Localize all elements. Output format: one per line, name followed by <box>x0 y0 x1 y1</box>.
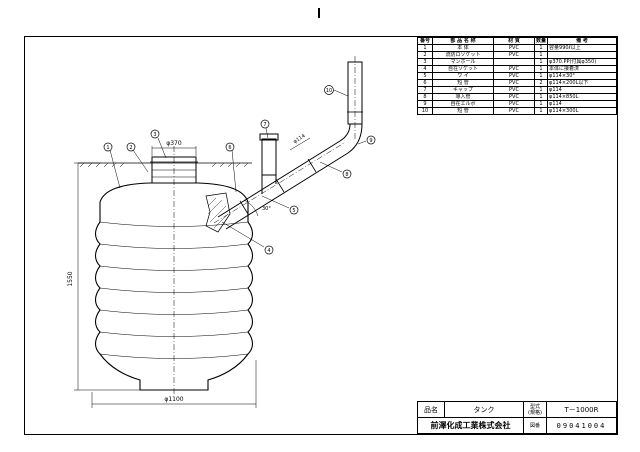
dim-width: φ1100 <box>164 396 183 403</box>
parts-cell-material: PVC <box>493 86 535 94</box>
callout-5: 5 <box>292 208 295 214</box>
parts-cell-material: PVC <box>493 72 535 80</box>
callout-1: 1 <box>106 145 109 151</box>
punch-mark <box>318 8 320 18</box>
parts-cell-name: 短 管 <box>432 79 494 87</box>
parts-cell-qty: 1 <box>533 100 549 108</box>
parts-cell-material <box>493 58 535 66</box>
callout-4: 4 <box>267 248 270 254</box>
title-name-value: タンク <box>444 401 524 418</box>
parts-cell-name: キャップ <box>432 86 494 94</box>
dim-manhole: φ370 <box>166 140 182 147</box>
parts-cell-no: 10 <box>417 107 433 115</box>
title-name-label: 品名 <box>417 401 445 418</box>
parts-cell-no: 4 <box>417 65 433 73</box>
header-material: 材 質 <box>493 37 535 45</box>
parts-cell-qty: 1 <box>533 58 549 66</box>
company-name: 前澤化成工業株式会社 <box>417 417 524 434</box>
parts-cell-note: φ114 <box>547 100 617 108</box>
header-name: 部 品 名 称 <box>432 37 494 45</box>
parts-cell-qty: 1 <box>533 44 549 52</box>
parts-cell-material: PVC <box>493 44 535 52</box>
parts-cell-name: 導入管 <box>432 93 494 101</box>
parts-cell-qty: 1 <box>533 72 549 80</box>
parts-cell-name: ワ イ <box>432 72 494 80</box>
parts-cell-qty: 1 <box>533 51 549 59</box>
parts-header-row: 番号 部 品 名 称 材 質 数量 備 考 <box>417 37 617 45</box>
dim-height: 1550 <box>67 271 74 286</box>
parts-cell-qty: 1 <box>533 65 549 73</box>
parts-cell-no: 7 <box>417 86 433 94</box>
callout-9: 9 <box>369 138 372 144</box>
parts-cell-note: 容量990ℓ以上 <box>547 44 617 52</box>
parts-cell-note: φ370.PP(付属φ350) <box>547 58 617 66</box>
callout-6: 6 <box>228 145 231 151</box>
parts-cell-note: 本体に接着済 <box>547 65 617 73</box>
parts-cell-note: φ114×300L <box>547 107 617 115</box>
callout-10: 10 <box>326 88 332 94</box>
parts-cell-qty: 1 <box>533 107 549 115</box>
parts-cell-note: φ114×200L以下 <box>547 79 617 87</box>
parts-cell-name: 短 管 <box>432 107 494 115</box>
parts-cell-name: マンホール <box>432 58 494 66</box>
parts-cell-name: 自在ソケット <box>432 65 494 73</box>
dim-angle: 30° <box>262 206 271 212</box>
parts-cell-qty: 1 <box>533 93 549 101</box>
parts-cell-material: PVC <box>493 93 535 101</box>
parts-cell-no: 5 <box>417 72 433 80</box>
header-note: 備 考 <box>547 37 617 45</box>
parts-cell-name: 自在エルボ <box>432 100 494 108</box>
drawing-number-label: 図番 <box>523 417 547 434</box>
parts-cell-no: 1 <box>417 44 433 52</box>
parts-cell-no: 3 <box>417 58 433 66</box>
header-qty: 数量 <box>533 37 549 45</box>
parts-cell-no: 2 <box>417 51 433 59</box>
drawing-frame <box>24 36 618 435</box>
parts-cell-note <box>547 51 617 59</box>
parts-cell-material: PVC <box>493 79 535 87</box>
parts-cell-note: φ114×30° <box>547 72 617 80</box>
title-block: 品名 タンク 型式(規格) T－1000R 前澤化成工業株式会社 図番 0904… <box>417 401 617 434</box>
callout-3: 3 <box>153 132 156 138</box>
parts-cell-material: PVC <box>493 107 535 115</box>
parts-cell-name: 流防ロソケット <box>432 51 494 59</box>
callout-8: 8 <box>345 172 348 178</box>
parts-cell-no: 9 <box>417 100 433 108</box>
parts-cell-material: PVC <box>493 100 535 108</box>
parts-cell-material: PVC <box>493 51 535 59</box>
parts-cell-note: φ114×850L <box>547 93 617 101</box>
parts-cell-material: PVC <box>493 65 535 73</box>
drawing-number: 09041004 <box>546 417 617 434</box>
callout-2: 2 <box>129 145 132 151</box>
header-no: 番号 <box>417 37 433 45</box>
parts-cell-qty: 2 <box>533 79 549 87</box>
dim-pipe: φ114 <box>292 133 306 145</box>
parts-cell-qty: 1 <box>533 86 549 94</box>
title-model-value: T－1000R <box>546 401 617 418</box>
parts-cell-no: 6 <box>417 79 433 87</box>
parts-cell-note: φ114 <box>547 86 617 94</box>
title-model-label: 型式(規格) <box>523 401 547 418</box>
callout-7: 7 <box>263 122 266 128</box>
parts-cell-no: 8 <box>417 93 433 101</box>
parts-cell-name: 本 体 <box>432 44 494 52</box>
